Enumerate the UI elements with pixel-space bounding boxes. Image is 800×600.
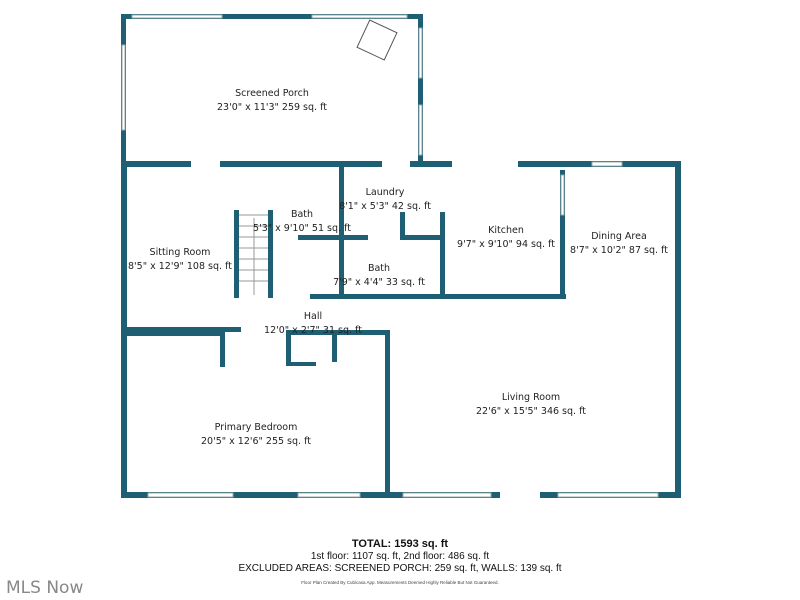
- wall: [121, 14, 423, 19]
- total-area: TOTAL: 1593 sq. ft: [351, 538, 449, 550]
- room-name: Laundry: [366, 187, 405, 198]
- wall: [560, 170, 565, 298]
- wall: [268, 210, 273, 298]
- door: [500, 492, 540, 498]
- room-name: Living Room: [502, 392, 560, 403]
- wall: [332, 332, 337, 362]
- wall: [286, 362, 316, 366]
- wall: [298, 235, 368, 240]
- window: [297, 492, 361, 498]
- wall: [400, 212, 405, 240]
- room-name: Dining Area: [591, 231, 647, 242]
- excluded-areas: EXCLUDED AREAS: SCREENED PORCH: 259 sq. …: [238, 563, 562, 574]
- window: [591, 161, 623, 167]
- room-dims: 8'7" x 10'2" 87 sq. ft: [570, 245, 668, 256]
- room-dims: 20'5" x 12'6" 255 sq. ft: [201, 436, 311, 447]
- room-dims: 8'5" x 12'9" 108 sq. ft: [128, 261, 232, 272]
- wall: [286, 332, 291, 366]
- window: [557, 492, 659, 498]
- wall: [121, 161, 191, 167]
- room-name: Bath: [291, 209, 313, 220]
- watermark-logo: MLS Now: [6, 578, 84, 598]
- wall: [234, 210, 239, 298]
- room-name: Sitting Room: [150, 247, 211, 258]
- wall: [310, 294, 566, 299]
- stairs: [239, 214, 268, 295]
- wall: [121, 327, 241, 332]
- wall: [220, 332, 225, 367]
- wall: [339, 165, 344, 298]
- room-name: Primary Bedroom: [215, 422, 298, 433]
- wall: [121, 492, 681, 498]
- wall: [385, 330, 390, 495]
- wall: [410, 161, 452, 167]
- room-dims: 5'3" x 9'10" 51 sq. ft: [253, 223, 351, 234]
- room-name: Hall: [304, 311, 322, 322]
- window: [418, 27, 423, 79]
- window: [121, 44, 126, 131]
- room-name: Bath: [368, 263, 390, 274]
- window: [147, 492, 234, 498]
- room-dims: 8'1" x 5'3" 42 sq. ft: [339, 201, 431, 212]
- window: [131, 14, 223, 19]
- window: [311, 14, 408, 19]
- wall: [121, 332, 223, 336]
- room-dims: 7'9" x 4'4" 33 sq. ft: [333, 277, 425, 288]
- wall: [440, 212, 445, 298]
- room-dims: 12'0" x 2'7" 31 sq. ft: [264, 325, 362, 336]
- window: [560, 174, 565, 216]
- wall: [418, 14, 423, 164]
- fireplace: [356, 19, 398, 61]
- room-dims: 9'7" x 9'10" 94 sq. ft: [457, 239, 555, 250]
- wall: [675, 161, 681, 498]
- wall: [220, 161, 382, 167]
- floor-areas: 1st floor: 1107 sq. ft, 2nd floor: 486 s…: [310, 551, 490, 562]
- disclaimer: Floor Plan Created By Cubicasa App. Meas…: [301, 580, 499, 585]
- wall: [400, 235, 442, 240]
- window: [418, 104, 423, 156]
- room-name: Screened Porch: [235, 88, 309, 99]
- wall: [286, 330, 390, 335]
- room-name: Kitchen: [488, 225, 524, 236]
- room-dims: 22'6" x 15'5" 346 sq. ft: [476, 406, 586, 417]
- room-dims: 23'0" x 11'3" 259 sq. ft: [217, 102, 327, 113]
- window: [402, 492, 492, 498]
